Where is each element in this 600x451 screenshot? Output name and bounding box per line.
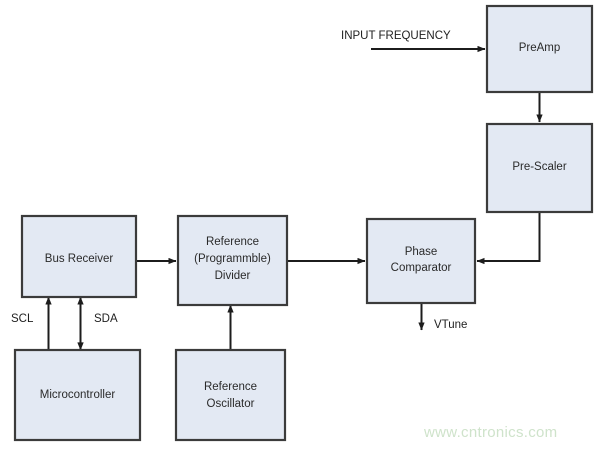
block-reference-divider[interactable]: Reference (Programmble) Divider <box>176 214 289 307</box>
block-prescaler-rect <box>485 122 594 214</box>
connector-prescaler-to-phase-comparator <box>476 212 541 265</box>
block-bus-receiver-rect <box>20 214 138 299</box>
block-reference-divider-label-line2: (Programmble) <box>194 253 271 265</box>
block-phase-comparator[interactable]: Phase Comparator <box>365 217 477 305</box>
signal-label-scl: SCL <box>11 313 34 325</box>
block-reference-divider-label-line1: Reference <box>206 236 259 248</box>
block-phase-comparator-label-line2: Comparator <box>391 262 452 274</box>
block-prescaler-label: Pre-Scaler <box>512 161 566 173</box>
block-preamp[interactable]: PreAmp <box>485 4 594 94</box>
block-reference-oscillator-rect <box>174 348 287 442</box>
block-microcontroller-rect <box>13 348 142 442</box>
signal-label-sda: SDA <box>94 313 118 325</box>
block-reference-oscillator[interactable]: Reference Oscillator <box>174 348 287 442</box>
signal-label-vtune: VTune <box>434 319 467 331</box>
block-bus-receiver[interactable]: Bus Receiver <box>20 214 138 299</box>
block-reference-divider-rect <box>176 214 289 307</box>
block-phase-comparator-label-line1: Phase <box>405 246 438 258</box>
block-microcontroller-label: Microcontroller <box>40 389 116 401</box>
block-reference-oscillator-label-line1: Reference <box>204 381 257 393</box>
block-preamp-label: PreAmp <box>519 42 561 54</box>
block-microcontroller[interactable]: Microcontroller <box>13 348 142 442</box>
block-prescaler[interactable]: Pre-Scaler <box>485 122 594 214</box>
block-preamp-rect <box>485 4 594 94</box>
block-reference-oscillator-label-line2: Oscillator <box>207 398 255 410</box>
signal-label-input-frequency: INPUT FREQUENCY <box>341 30 451 42</box>
block-phase-comparator-rect <box>365 217 477 305</box>
watermark-text: www.cntronics.com <box>423 424 557 441</box>
block-reference-divider-label-line3: Divider <box>215 270 251 282</box>
block-bus-receiver-label: Bus Receiver <box>45 253 114 265</box>
